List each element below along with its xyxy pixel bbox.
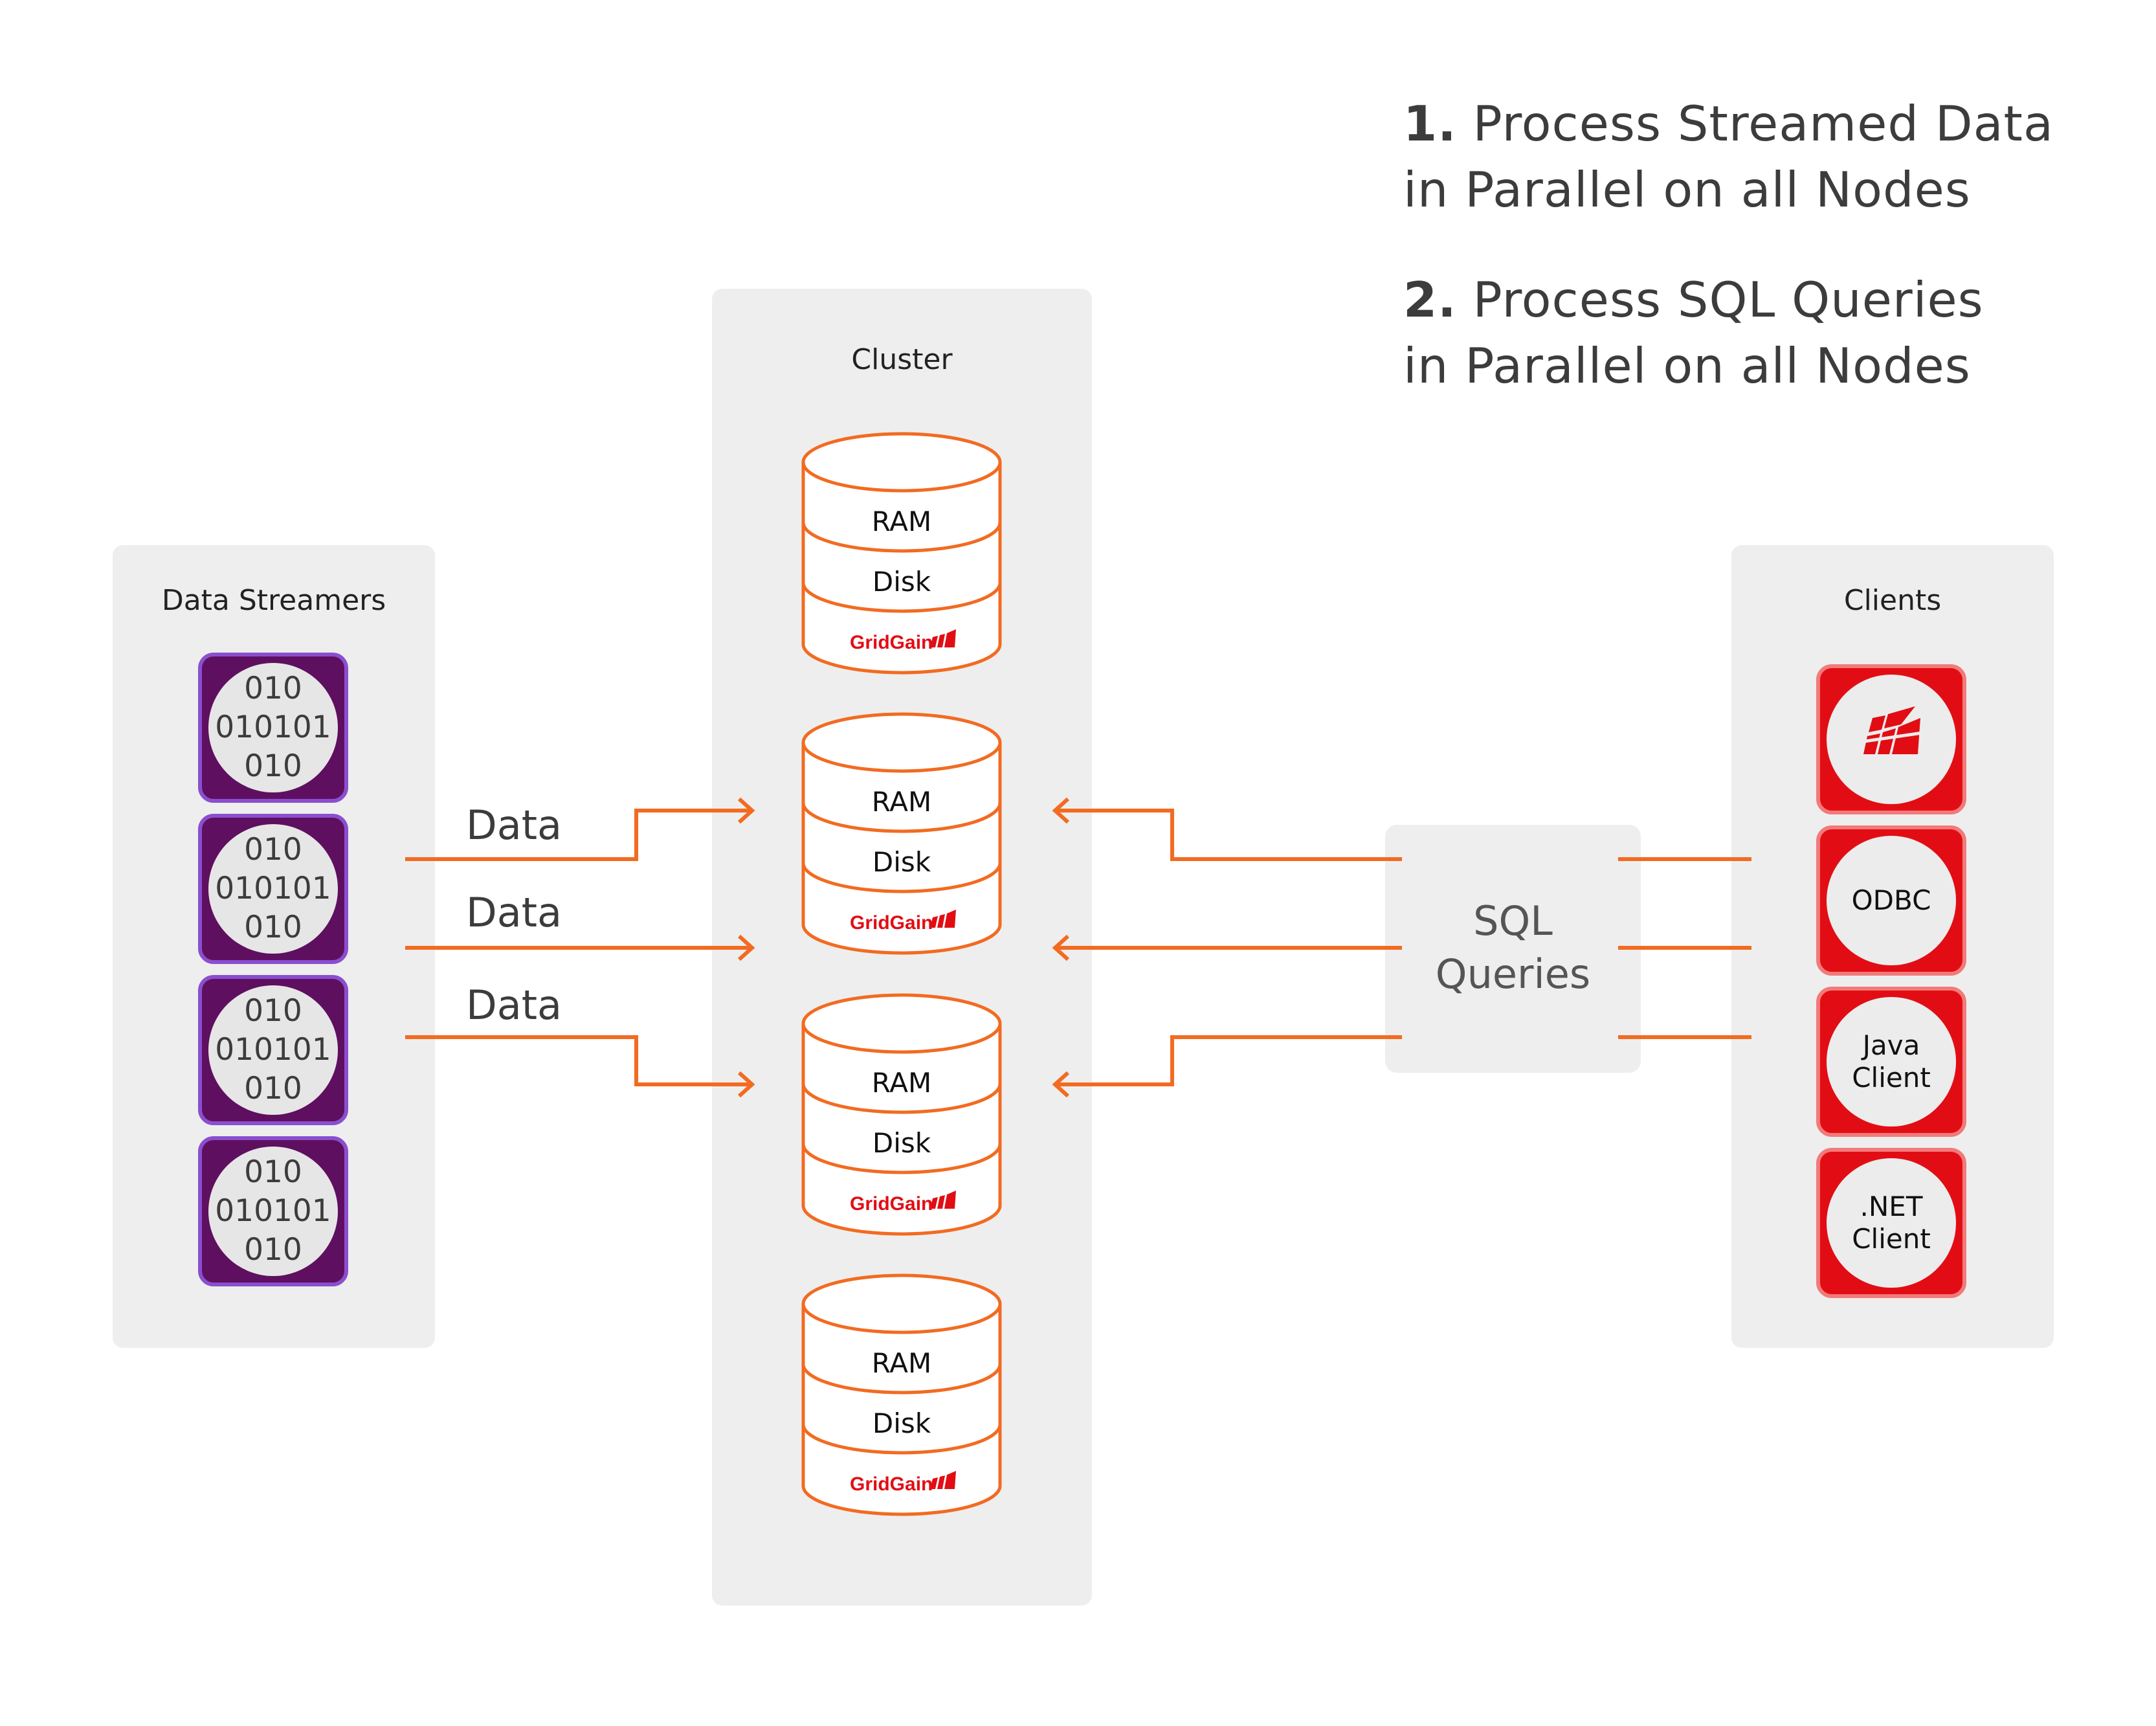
database-node-4: RAM Disk GridGain bbox=[803, 1275, 1000, 1514]
heading-1-line1: Process Streamed Data bbox=[1473, 95, 2054, 152]
node-3-disk-label: Disk bbox=[872, 1127, 931, 1159]
node-4-brand-label: GridGain bbox=[850, 1474, 933, 1495]
client-label-dotnet: .NET Client bbox=[1852, 1191, 1931, 1255]
node-1-ram-label: RAM bbox=[872, 506, 931, 537]
data-label-2: Data bbox=[466, 889, 562, 936]
gridgain-mark-icon bbox=[930, 629, 956, 647]
cluster-title: Cluster bbox=[851, 343, 953, 376]
sql-arrow-3 bbox=[1056, 1035, 1402, 1086]
data-label-3: Data bbox=[466, 981, 562, 1029]
client-tile-java: Java Client bbox=[1816, 987, 1966, 1137]
heading-2: 2. Process SQL Queries in Parallel on al… bbox=[1403, 267, 1984, 399]
sql-arrowhead-1 bbox=[1052, 797, 1070, 824]
client-tile-gridgain bbox=[1816, 664, 1966, 814]
node-2-brand-label: GridGain bbox=[850, 912, 933, 934]
sql-arrowhead-3 bbox=[1052, 1071, 1070, 1098]
heading-2-line2: in Parallel on all Nodes bbox=[1403, 337, 1971, 394]
node-4-disk-label: Disk bbox=[872, 1407, 931, 1439]
sql-arrow-1 bbox=[1056, 809, 1402, 861]
database-node-3: RAM Disk GridGain bbox=[803, 995, 1000, 1234]
node-2-ram-label: RAM bbox=[872, 786, 931, 818]
node-4-ram-label: RAM bbox=[872, 1347, 931, 1379]
heading-1: 1. Process Streamed Data in Parallel on … bbox=[1403, 91, 2054, 223]
gridgain-mark-icon bbox=[930, 910, 956, 928]
data-label-1: Data bbox=[466, 801, 562, 849]
data-arrowhead-1 bbox=[737, 797, 755, 824]
heading-1-number: 1. bbox=[1403, 95, 1457, 152]
database-node-1: RAM Disk GridGain bbox=[803, 434, 1000, 673]
data-arrowhead-3 bbox=[737, 1071, 755, 1098]
heading-2-number: 2. bbox=[1403, 271, 1457, 328]
node-3-brand-label: GridGain bbox=[850, 1193, 933, 1215]
node-2-disk-label: Disk bbox=[872, 846, 931, 878]
data-arrow-3 bbox=[405, 1035, 751, 1086]
heading-1-line2: in Parallel on all Nodes bbox=[1403, 161, 1971, 218]
sql-arrowhead-2 bbox=[1052, 934, 1070, 961]
gridgain-logo-icon bbox=[1827, 675, 1956, 804]
clients-title: Clients bbox=[1843, 584, 1942, 617]
node-1-disk-label: Disk bbox=[872, 566, 931, 598]
data-arrow-1 bbox=[405, 809, 751, 861]
database-node-2: RAM Disk GridGain bbox=[803, 714, 1000, 953]
gridgain-mark-icon bbox=[930, 1471, 956, 1489]
data-arrowhead-2 bbox=[737, 934, 755, 961]
client-label-java: Java Client bbox=[1852, 1029, 1931, 1093]
sql-queries-label: SQL Queries bbox=[1435, 897, 1591, 998]
sql-queries-box: SQL Queries bbox=[1385, 825, 1641, 1073]
client-tile-odbc: ODBC bbox=[1816, 825, 1966, 976]
node-1-brand-label: GridGain bbox=[850, 632, 933, 653]
data-streamers-title: Data Streamers bbox=[161, 584, 386, 617]
client-tile-dotnet: .NET Client bbox=[1816, 1148, 1966, 1298]
node-3-ram-label: RAM bbox=[872, 1067, 931, 1099]
client-label-odbc: ODBC bbox=[1851, 884, 1931, 916]
gridgain-mark-icon bbox=[930, 1191, 956, 1209]
heading-2-line1: Process SQL Queries bbox=[1473, 271, 1984, 328]
